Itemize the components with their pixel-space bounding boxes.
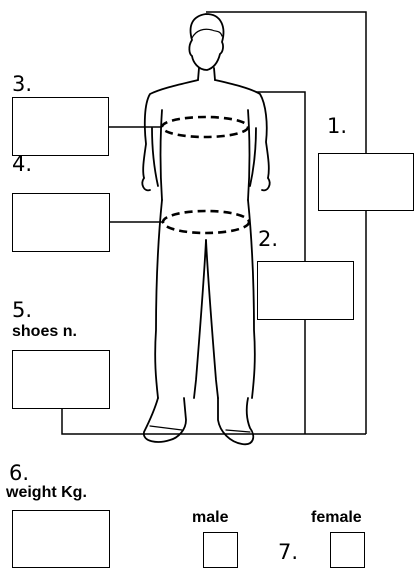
female-checkbox[interactable] (330, 532, 365, 568)
male-label: male (192, 510, 228, 526)
chest-input-box[interactable] (12, 97, 109, 156)
weight-label: weight Kg. (6, 485, 87, 501)
waist-input-box[interactable] (12, 193, 110, 252)
field-number-4: 4. (12, 154, 32, 175)
connector-line-5 (62, 408, 366, 434)
height-input-box[interactable] (318, 153, 414, 211)
field-number-7: 7. (278, 542, 298, 563)
human-figure (142, 14, 269, 444)
weight-input-box[interactable] (12, 510, 110, 568)
field-number-5: 5. (12, 300, 32, 321)
female-label: female (311, 510, 362, 526)
waist-measure-ring (163, 211, 249, 233)
male-checkbox[interactable] (203, 532, 238, 568)
chest-measure-ring (162, 117, 248, 137)
field-number-3: 3. (12, 74, 32, 95)
shoes-size-input-box[interactable] (12, 350, 110, 409)
shoes-size-label: shoes n. (12, 324, 77, 340)
inside-leg-input-box[interactable] (257, 261, 354, 320)
field-number-1: 1. (327, 116, 347, 137)
field-number-6: 6. (9, 463, 29, 484)
field-number-2: 2. (258, 229, 278, 250)
